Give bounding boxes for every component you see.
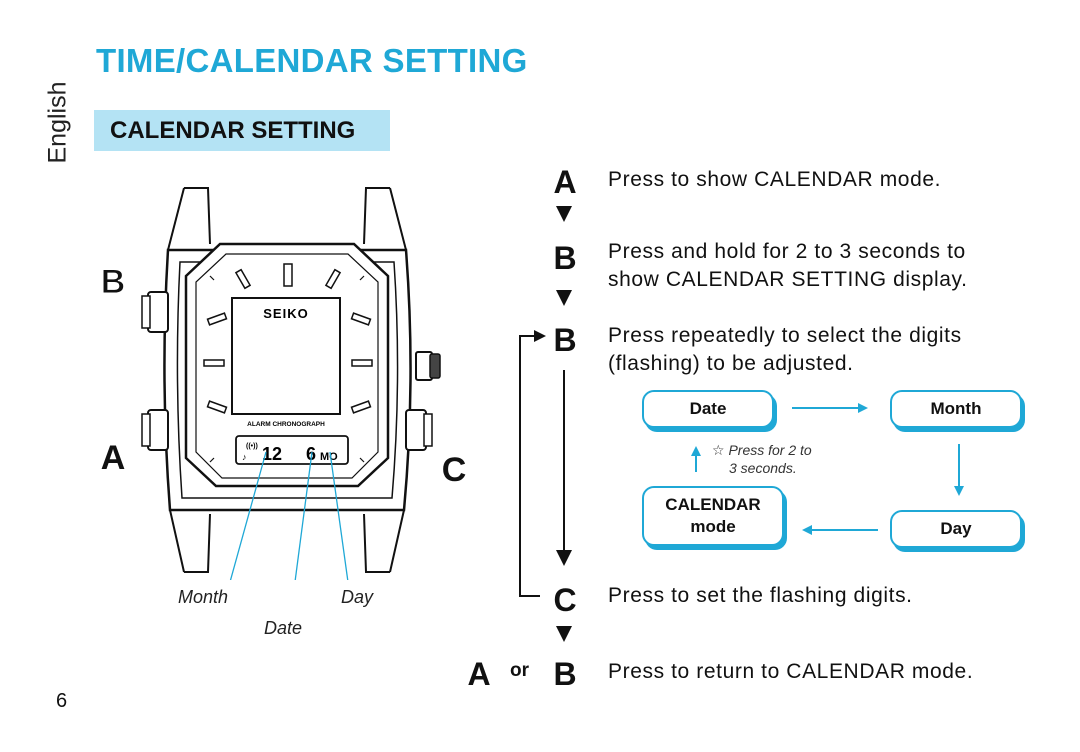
step4-button-c: C <box>553 582 576 618</box>
flow-note-line2: 3 seconds. <box>729 460 797 476</box>
step5-button-a: A <box>467 656 490 692</box>
step1-button-a: A <box>553 164 576 200</box>
callout-month: Month <box>178 587 229 607</box>
flow-day-pill: Day <box>890 510 1022 548</box>
svg-text:A: A <box>101 439 126 476</box>
arrow-down-icon <box>556 626 572 642</box>
callout-date: Date <box>264 618 303 638</box>
flow-note-line1: ☆ Press for 2 to <box>712 442 812 458</box>
step3-text-line1: Press repeatedly to select the digits <box>608 324 962 347</box>
svg-text:B: B <box>553 656 576 692</box>
watch-brand: SEIKO <box>263 306 308 321</box>
lcd-month: 12 <box>262 444 282 464</box>
language-tab: English <box>43 81 72 163</box>
lcd-bell-icon: ♪ <box>242 452 247 462</box>
section-title: CALENDAR SETTING <box>110 117 356 144</box>
arrow-right-icon <box>534 330 546 342</box>
svg-text:B: B <box>101 263 126 300</box>
arrow-down-icon <box>556 550 572 566</box>
watch-button-b-label: B <box>100 263 126 301</box>
star-icon: ☆ <box>712 442 725 458</box>
section-title-band <box>94 110 390 151</box>
step3-text-line2: (flashing) to be adjusted. <box>608 352 854 375</box>
step3-button-b: B <box>553 322 576 358</box>
svg-text:A: A <box>467 656 490 692</box>
page-number: 6 <box>56 690 68 712</box>
flow-date-pill: Date <box>642 390 774 428</box>
svg-text:A: A <box>553 164 576 200</box>
callout-day: Day <box>341 587 374 607</box>
flow-calendar-mode-pill: CALENDAR mode <box>642 486 784 546</box>
step4-text: Press to set the flashing digits. <box>608 584 913 607</box>
step2-text-line1: Press and hold for 2 to 3 seconds to <box>608 240 966 263</box>
watch-button-c-label: C <box>442 451 467 488</box>
step2-text-line2: show CALENDAR SETTING display. <box>608 268 968 291</box>
lcd-day-suffix: MO <box>320 451 338 463</box>
arrow-down-icon <box>556 206 572 222</box>
page-title: TIME/CALENDAR SETTING <box>96 42 528 79</box>
step5-text: Press to return to CALENDAR mode. <box>608 660 974 683</box>
watch-illustration: SEIKO ALARM CHRONOGRAPH ((•)) ♪ 12 6 MO <box>141 187 441 580</box>
step1-text: Press to show CALENDAR mode. <box>608 168 942 191</box>
watch-dial-text: ALARM CHRONOGRAPH <box>247 421 325 428</box>
svg-text:C: C <box>442 451 467 488</box>
lcd-day: 6 <box>306 444 316 464</box>
arrow-down-icon <box>556 290 572 306</box>
step5-or: or <box>510 660 529 681</box>
step2-button-b: B <box>553 240 576 276</box>
watch-button-a-label: A <box>101 439 126 476</box>
procedure-flow-lines <box>519 206 964 642</box>
lcd-alarm-icon: ((•)) <box>246 443 258 450</box>
flow-month-pill: Month <box>890 390 1022 428</box>
svg-text:B: B <box>553 322 576 358</box>
step5-button-b: B <box>553 656 576 692</box>
svg-text:B: B <box>553 240 576 276</box>
svg-text:C: C <box>553 582 576 618</box>
